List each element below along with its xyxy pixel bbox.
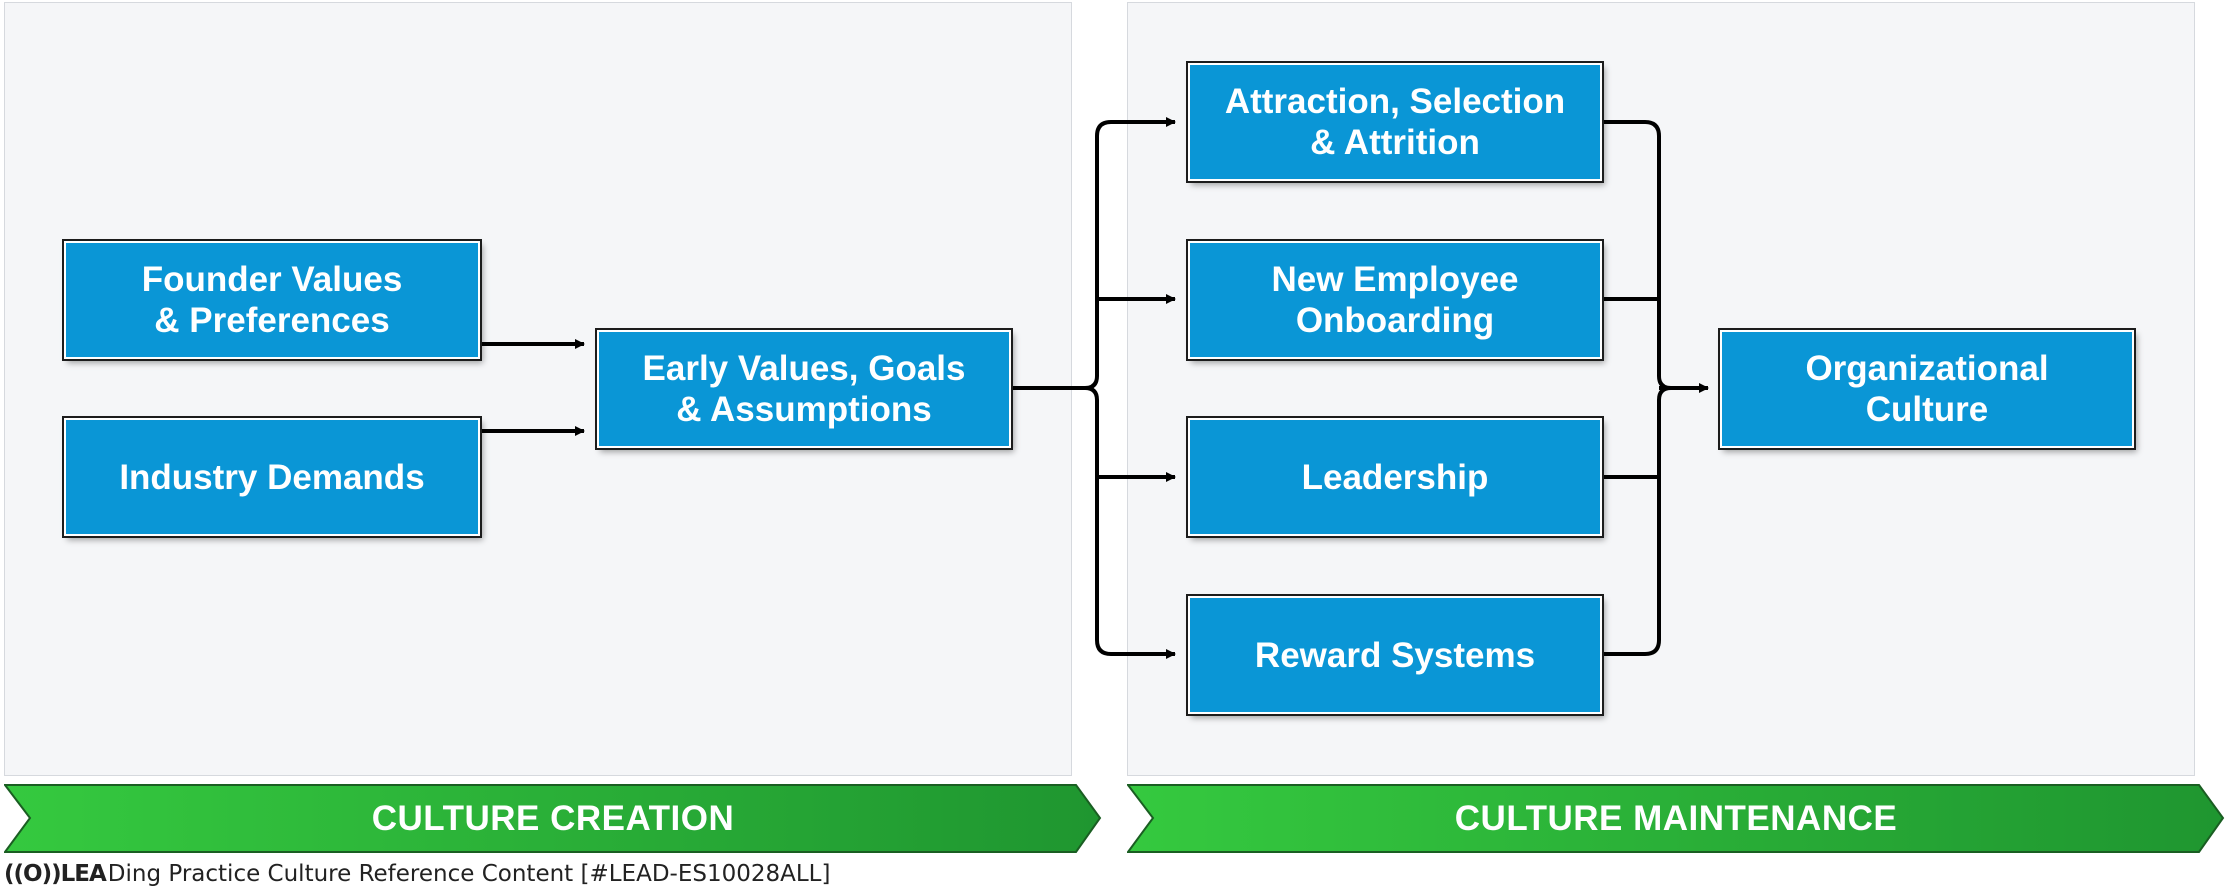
industry-demands-box: Industry Demands (62, 416, 482, 538)
culture-maintenance-label: CULTURE MAINTENANCE (1454, 798, 1898, 838)
founder-values-box: Founder Values & Preferences (62, 239, 482, 361)
bracket-left-lower (1084, 386, 1176, 659)
leading-practice-logo: ((O))LEA (4, 861, 107, 887)
chevron-arrow-shape (4, 784, 1102, 853)
leadership-box: Leadership (1186, 416, 1604, 538)
organizational-culture-box: Organizational Culture (1718, 328, 2136, 450)
culture-creation-label: CULTURE CREATION (371, 798, 735, 838)
culture-maintenance-band: CULTURE MAINTENANCE (1127, 784, 2225, 853)
new-employee-onboarding-box: New Employee Onboarding (1186, 239, 1604, 361)
culture-creation-band: CULTURE CREATION (4, 784, 1102, 853)
footer-text: Ding Practice Culture Reference Content … (107, 861, 831, 887)
bracket-right-lower (1601, 386, 1672, 656)
reward-systems-box: Reward Systems (1186, 594, 1604, 716)
bracket-right-upper (1601, 120, 1672, 390)
bracket-left-vertical (1084, 117, 1176, 390)
footer-credit: ((O))LEA Ding Practice Culture Reference… (4, 861, 830, 887)
chevron-arrow-shape (1127, 784, 2225, 853)
early-values-box: Early Values, Goals & Assumptions (595, 328, 1013, 450)
attraction-selection-box: Attraction, Selection & Attrition (1186, 61, 1604, 183)
